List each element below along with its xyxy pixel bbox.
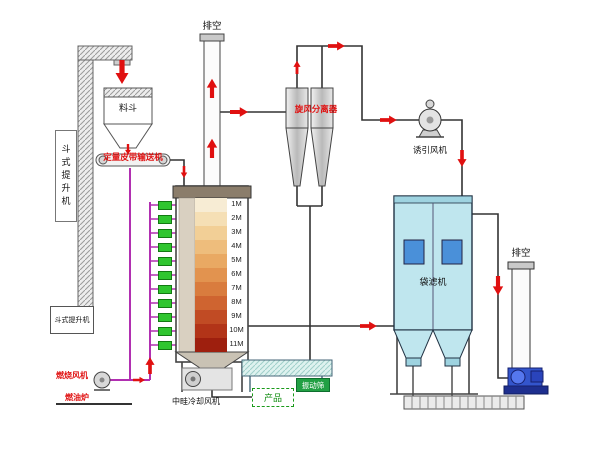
tower-level-label: 1M	[231, 199, 242, 208]
belt-conveyor-graphic	[95, 153, 171, 167]
burner-box	[158, 200, 172, 210]
flow-arrow	[230, 107, 248, 117]
combustion-fan-label: 燃烧风机	[56, 371, 88, 380]
combustion-fan-graphic	[93, 371, 111, 391]
hopper-label: 料斗	[118, 103, 137, 113]
burner-box	[158, 214, 172, 224]
tower-level-label: 7M	[231, 283, 242, 292]
flow-arrow	[180, 166, 188, 178]
burner-box	[158, 298, 172, 308]
tower-layer	[195, 338, 227, 352]
tower-layer	[195, 268, 227, 282]
cyclone-separator-label: 旋风分离器	[294, 104, 338, 114]
flow-arrow	[457, 150, 467, 167]
cooling-fan-graphic	[181, 367, 233, 391]
tower-level-label: 11M	[229, 339, 244, 348]
burner-box	[158, 312, 172, 322]
vent-right-label: 排空	[511, 248, 531, 259]
bag-filter-graphic	[390, 195, 478, 396]
tower-level-label: 9M	[231, 311, 242, 320]
tower-layer	[195, 254, 227, 268]
cooling-fan-label: 中畦冷却风机	[172, 397, 220, 406]
tower-level-label: 6M	[231, 269, 242, 278]
vibrating-conveyor	[241, 359, 333, 392]
vibrating-screen-label: 振动筛	[296, 378, 330, 392]
feed-hopper	[103, 87, 153, 149]
bucket-elevator	[77, 45, 133, 331]
tower-level-label: 3M	[231, 227, 242, 236]
burner-box	[158, 228, 172, 238]
induced-draft-fan-graphic	[416, 99, 444, 138]
product-label: 产品	[252, 388, 294, 407]
tower-layer	[195, 310, 227, 324]
tower-level-label: 5M	[231, 255, 242, 264]
bucket-elevator-boot-label: 斗式提升机	[50, 306, 94, 334]
flow-arrow	[360, 321, 377, 331]
burner-box	[158, 270, 172, 280]
burner-box	[158, 284, 172, 294]
tower-layer	[195, 296, 227, 310]
induced-draft-fan-label: 诱引风机	[412, 145, 447, 155]
cyclone-separators	[285, 87, 334, 187]
tower-level-label: 8M	[231, 297, 242, 306]
flow-arrow	[380, 115, 397, 125]
tower-layer	[195, 282, 227, 296]
flow-arrow	[328, 41, 345, 51]
burner-box	[158, 340, 172, 350]
tower-layer	[195, 240, 227, 254]
exhaust-stack	[507, 261, 535, 373]
tower-vent-pipe	[199, 33, 225, 187]
burner-box	[158, 256, 172, 266]
flow-arrow	[293, 60, 301, 74]
tower-level-label: 2M	[231, 213, 242, 222]
bag-filter-label: 袋滤机	[419, 277, 447, 287]
tower-level-label: 10M	[229, 325, 244, 334]
flow-arrow	[145, 357, 155, 374]
tower-layer	[195, 212, 227, 226]
tower-layer	[195, 198, 227, 212]
oil-furnace-label: 燃油炉	[65, 393, 89, 402]
vent-top-label: 排空	[202, 21, 222, 32]
flow-arrow	[492, 276, 504, 296]
tower-layer	[195, 226, 227, 240]
tower-level-label: 4M	[231, 241, 242, 250]
flow-arrow	[133, 376, 145, 384]
dust-conveyor	[403, 395, 525, 410]
tower-layer	[195, 324, 227, 338]
belt-conveyor-label: 定量皮带输送机	[103, 152, 163, 162]
burner-box	[158, 242, 172, 252]
bucket-elevator-label: 斗式提升机	[55, 130, 77, 222]
burner-box	[158, 326, 172, 336]
exhaust-blower	[503, 367, 549, 395]
